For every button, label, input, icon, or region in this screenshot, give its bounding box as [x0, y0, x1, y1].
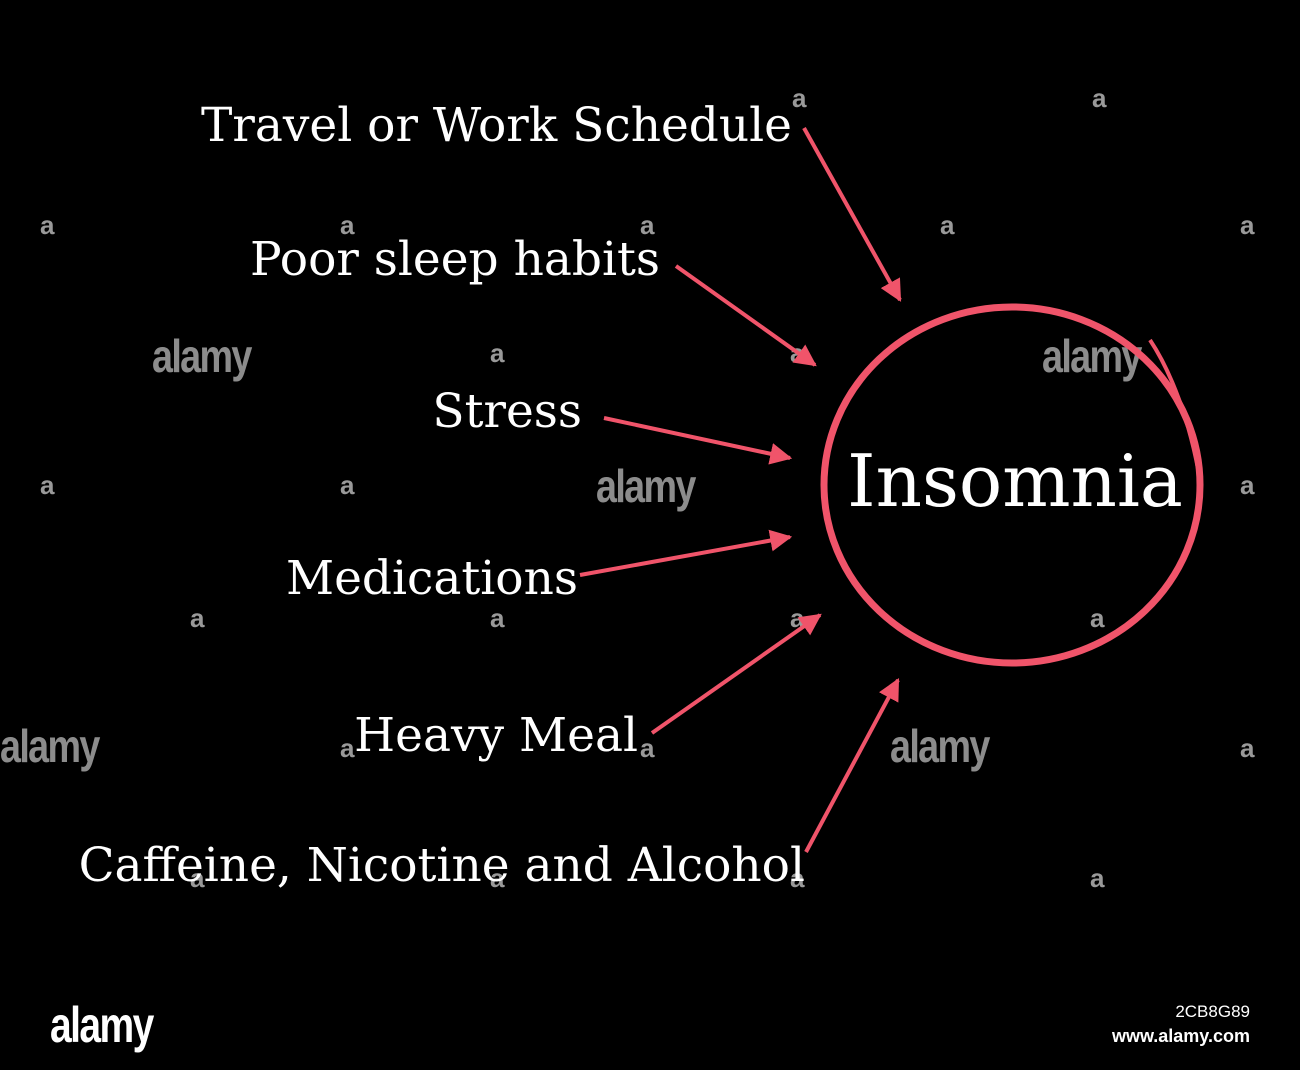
watermark-mark: a: [1240, 733, 1255, 763]
watermark-mark: a: [340, 210, 355, 240]
watermark-mark: a: [190, 603, 205, 633]
watermark-mark: a: [40, 470, 55, 500]
watermark-mark: a: [490, 338, 505, 368]
watermark-mark: a: [340, 733, 355, 763]
alamy-url: www.alamy.com: [1111, 1026, 1250, 1046]
cause-stress: Stress: [432, 384, 582, 439]
watermark-mark: a: [640, 733, 655, 763]
arrow-heavy-meal: [650, 613, 822, 735]
watermark-logo: alamy: [596, 460, 696, 512]
insomnia-label: Insomnia: [847, 439, 1183, 523]
watermark-mark: a: [490, 863, 505, 893]
watermark-mark: a: [1090, 863, 1105, 893]
cause-medications: Medications: [285, 551, 578, 606]
watermark-logo: alamy: [152, 330, 252, 382]
watermark-mark: a: [190, 863, 205, 893]
watermark-mark: a: [340, 470, 355, 500]
arrow-sleep-habits: [674, 264, 817, 367]
arrow-stress: [603, 416, 793, 465]
watermark-mark: a: [490, 603, 505, 633]
watermark-mark: a: [40, 210, 55, 240]
watermark-mark: a: [1092, 83, 1107, 113]
arrow-caffeine: [804, 678, 900, 853]
watermark-mark: a: [1240, 210, 1255, 240]
watermark-mark: a: [640, 210, 655, 240]
alamy-logo: alamy: [50, 997, 154, 1053]
arrow-medications: [579, 529, 793, 577]
cause-travel-work-schedule: Travel or Work Schedule: [201, 98, 792, 153]
cause-caffeine-nicotine-alcohol: Caffeine, Nicotine and Alcohol: [78, 838, 805, 893]
watermark-mark: a: [1090, 603, 1105, 633]
insomnia-circle: [820, 303, 1204, 667]
arrow-travel: [802, 127, 902, 302]
watermark-mark: a: [790, 863, 805, 893]
watermark-mark: a: [1240, 470, 1255, 500]
watermark-mark: a: [940, 210, 955, 240]
image-id: 2CB8G89: [1175, 1002, 1250, 1021]
circle-overlap-stroke: [1148, 338, 1202, 481]
watermark-mark: a: [792, 83, 807, 113]
watermark-logo: alamy: [890, 720, 990, 772]
cause-poor-sleep-habits: Poor sleep habits: [250, 232, 660, 287]
cause-heavy-meal: Heavy Meal: [354, 708, 638, 763]
watermark-logo: alamy: [0, 720, 100, 772]
